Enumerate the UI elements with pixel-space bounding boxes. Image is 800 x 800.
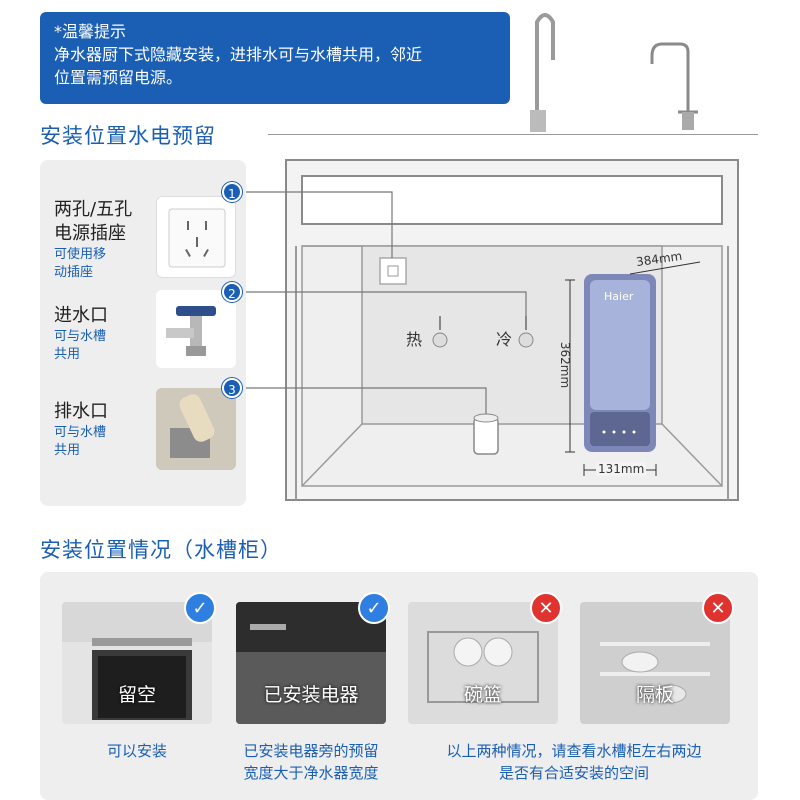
marker-1: 1 (222, 182, 242, 202)
faucet-right-icon (650, 42, 698, 130)
section-title-water-power: 安装位置水电预留 (40, 124, 216, 148)
device-brand: Haier (604, 290, 634, 303)
cold-valve-icon (518, 316, 534, 348)
drain-cup-icon (473, 413, 499, 455)
water-purifier-device (584, 274, 656, 452)
inlet-thumbnail (156, 290, 236, 368)
notice-heading: *温馨提示 (54, 22, 127, 41)
item-drain-sub1: 可与水槽 (54, 425, 107, 440)
caption-other-line1: 以上两种情况，请查看水槽柜左右两边 (446, 742, 702, 760)
angle-valve-icon (166, 306, 216, 356)
notice-text-line2: 位置需预留电源。 (54, 68, 183, 87)
power-socket-icon (168, 208, 226, 268)
case-card-dish-rack: 碗篮 (408, 602, 558, 724)
cross-icon: ✕ (702, 592, 734, 624)
section-title-cabinet: 安装位置情况（水槽柜） (40, 538, 282, 562)
item-inlet-title: 进水口 (54, 305, 108, 326)
floor-drain-icon (156, 388, 236, 470)
item-socket-sub2: 动插座 (54, 265, 94, 280)
notice-box: *温馨提示 净水器厨下式隐藏安装，进排水可与水槽共用，邻近 位置需预留电源。 (40, 12, 510, 104)
caption-appliance-line2: 宽度大于净水器宽度 (243, 764, 379, 782)
case-card-appliance: 已安装电器 (236, 602, 386, 724)
cold-label: 冷 (496, 330, 513, 349)
marker-2: 2 (222, 282, 242, 302)
item-drain-sub2: 共用 (54, 443, 81, 458)
item-socket-sub1: 可使用移 (54, 247, 107, 262)
caption-other-line2: 是否有合适安装的空间 (498, 764, 649, 782)
hot-label: 热 (406, 330, 423, 349)
cabinet-cases-panel: 留空 ✓ 已安装电器 ✓ 碗篮 ✕ 隔板 ✕ 可以安装 已安装电器旁的预留 (40, 572, 758, 800)
case-label-dish-rack: 碗篮 (463, 684, 502, 706)
height-dimension: 362mm (558, 341, 573, 389)
marker-3: 3 (222, 378, 242, 398)
case-card-shelf: 隔板 (580, 602, 730, 724)
case-label-appliance: 已安装电器 (263, 684, 359, 706)
case-label-shelf: 隔板 (635, 684, 674, 706)
item-socket-title2: 电源插座 (54, 223, 126, 244)
item-drain-title: 排水口 (54, 401, 108, 422)
caption-appliance-line1: 已安装电器旁的预留 (243, 742, 379, 760)
section-divider (268, 134, 758, 135)
reserve-items-panel: 两孔/五孔 电源插座 可使用移 动插座 进水口 可与水槽 共用 排水口 可与水槽… (40, 160, 246, 506)
diagram-socket-icon (379, 257, 407, 285)
socket-thumbnail (156, 196, 236, 278)
case-card-empty: 留空 (62, 602, 212, 724)
check-icon: ✓ (184, 592, 216, 624)
caption-empty: 可以安装 (106, 742, 167, 760)
hot-valve-icon (432, 316, 448, 348)
case-label-empty: 留空 (117, 684, 156, 706)
depth-dim-line (629, 261, 701, 275)
item-socket-title1: 两孔/五孔 (54, 199, 133, 220)
width-dimension: 131mm (596, 462, 647, 476)
faucet-left-icon (530, 13, 555, 132)
cross-icon: ✕ (530, 592, 562, 624)
cabinet-diagram (242, 13, 739, 501)
check-icon: ✓ (358, 592, 390, 624)
cabinet-drawer (301, 175, 723, 225)
item-inlet-sub2: 共用 (54, 347, 81, 362)
notice-text-line1: 净水器厨下式隐藏安装，进排水可与水槽共用，邻近 (54, 45, 423, 64)
item-inlet-sub1: 可与水槽 (54, 329, 107, 344)
drain-thumbnail (156, 388, 236, 470)
